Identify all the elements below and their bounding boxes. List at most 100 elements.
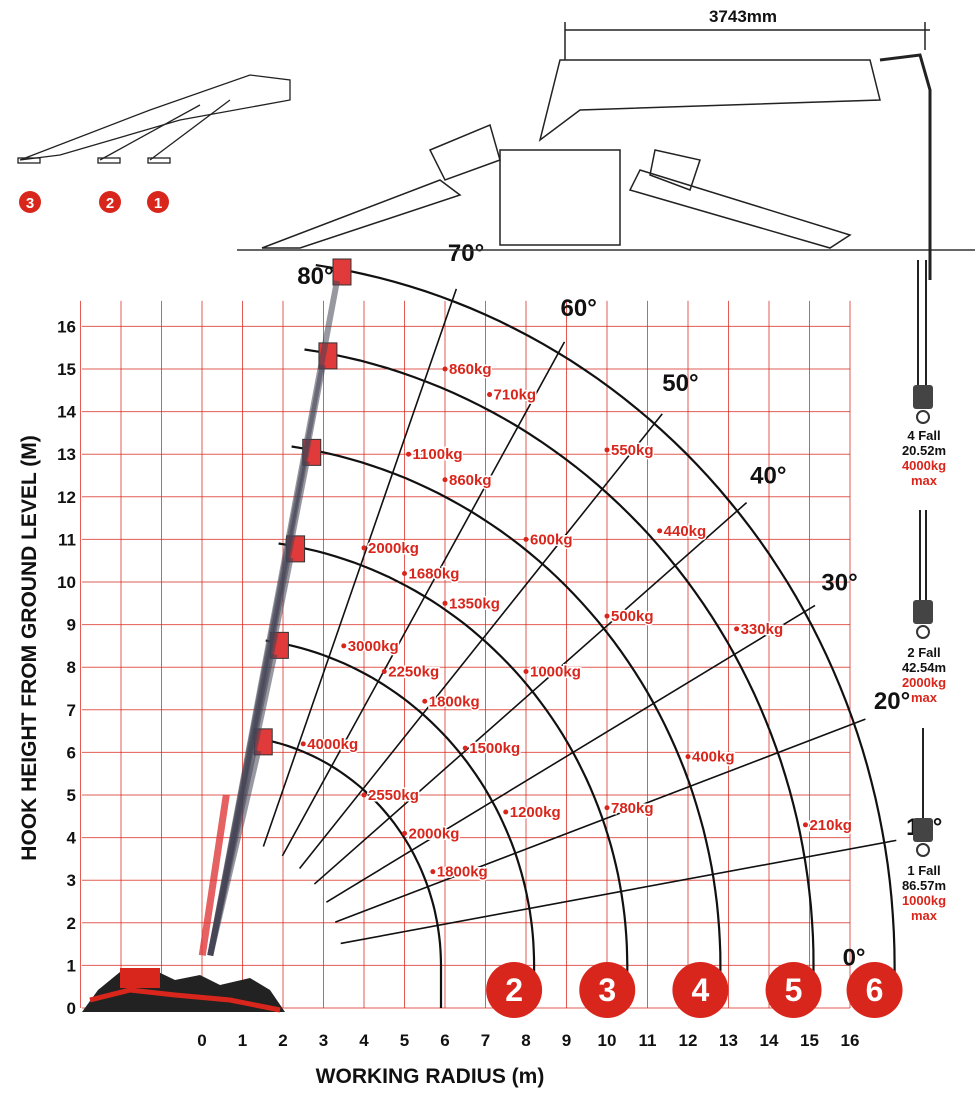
capacity-point <box>462 745 468 751</box>
angle-labels: 0°10°20°30°40°50°60°70°80° <box>297 240 942 972</box>
capacity-label: 780kg <box>611 800 654 817</box>
boom-angle-ray <box>326 604 816 903</box>
x-tick-label: 0 <box>197 1031 206 1050</box>
x-tick-label: 14 <box>760 1031 779 1050</box>
boom-length-arc <box>265 639 536 1008</box>
capacity-label: 3000kg <box>348 638 399 655</box>
capacity-point <box>361 792 367 798</box>
hook-block <box>913 818 933 842</box>
hook-block-text: 42.54m <box>902 660 946 675</box>
capacity-label: 1200kg <box>510 804 561 821</box>
boom-length-arcs <box>252 264 896 1008</box>
hook-block-text: 86.57m <box>902 878 946 893</box>
hook-block-text: 1 Fall <box>907 863 940 878</box>
capacity-label: 860kg <box>449 361 492 378</box>
capacity-point <box>406 451 412 457</box>
x-axis-title: WORKING RADIUS (m) <box>316 1065 545 1088</box>
section-badge-label: 5 <box>785 972 803 1008</box>
hook-block-text: 2000kg <box>902 675 946 690</box>
capacity-point <box>604 613 610 619</box>
capacity-point <box>442 600 448 606</box>
hook-block-text: 4 Fall <box>907 428 940 443</box>
boom-angle-rays <box>262 288 897 945</box>
y-tick-label: 16 <box>57 317 76 336</box>
hook-icon <box>916 410 930 424</box>
capacity-label: 2550kg <box>368 787 419 804</box>
x-tick-label: 4 <box>359 1031 369 1050</box>
hook-block <box>913 600 933 624</box>
outrigger-badge <box>19 191 41 213</box>
capacity-point <box>802 822 808 828</box>
capacity-label: 4000kg <box>307 736 358 753</box>
capacity-point <box>402 570 407 576</box>
section-badge-label: 6 <box>866 972 884 1008</box>
capacity-point <box>381 668 387 674</box>
capacity-label: 860kg <box>449 472 492 489</box>
capacity-label: 210kg <box>809 817 852 834</box>
capacity-point <box>422 698 428 704</box>
capacity-point <box>657 528 663 534</box>
outrigger-sketch <box>17 74 291 164</box>
capacity-label: 500kg <box>611 608 654 625</box>
outrigger-badge-label: 1 <box>154 195 162 212</box>
y-tick-label: 14 <box>57 403 76 422</box>
capacity-labels: 860kg710kg550kg1100kg860kg440kg600kg2000… <box>300 360 853 882</box>
capacity-label: 440kg <box>664 523 707 540</box>
capacity-label: 1800kg <box>429 693 480 710</box>
hook-icon <box>916 843 930 857</box>
capacity-label: 1800kg <box>437 864 488 881</box>
y-tick-label: 13 <box>57 445 76 464</box>
y-tick-label: 10 <box>57 573 76 592</box>
section-badge <box>579 962 636 1018</box>
capacity-label: 1000kg <box>530 663 581 680</box>
capacity-label: 710kg <box>494 387 537 404</box>
x-tick-label: 15 <box>800 1031 819 1050</box>
outrigger-badge <box>99 191 121 213</box>
capacity-label: 330kg <box>741 621 784 638</box>
boom-silhouette <box>198 258 352 957</box>
section-badge <box>765 962 822 1018</box>
capacity-point <box>402 830 407 836</box>
x-tick-label: 1 <box>238 1031 247 1050</box>
hook-block-text: max <box>911 908 938 923</box>
crane-side-view <box>237 22 975 280</box>
y-tick-label: 1 <box>67 956 76 975</box>
y-tick-label: 8 <box>67 658 76 677</box>
capacity-point <box>487 392 493 398</box>
capacity-point <box>685 754 691 760</box>
capacity-label: 2250kg <box>388 663 439 680</box>
x-tick-label: 5 <box>400 1031 409 1050</box>
x-tick-label: 7 <box>481 1031 490 1050</box>
section-badge-label: 4 <box>692 972 710 1008</box>
hook-block-text: max <box>911 473 938 488</box>
hook-block <box>913 385 933 409</box>
outrigger-position-badges: 3 2 1 <box>19 191 169 213</box>
boom-length-arc <box>252 736 443 1008</box>
x-tick-label: 11 <box>639 1031 657 1050</box>
crane-base-illustration <box>82 968 285 1013</box>
outrigger-badge-label: 3 <box>26 195 34 212</box>
boom-angle-ray <box>262 288 458 847</box>
y-tick-label: 7 <box>67 701 76 720</box>
y-axis-title: HOOK HEIGHT FROM GROUND LEVEL (M) <box>18 435 41 860</box>
y-tick-label: 9 <box>67 616 76 635</box>
angle-label: 60° <box>561 295 597 322</box>
angle-label: 20° <box>874 688 910 715</box>
x-tick-label: 9 <box>562 1031 571 1050</box>
capacity-label: 2000kg <box>368 540 419 557</box>
angle-label: 0° <box>843 944 866 971</box>
y-tick-label: 12 <box>57 488 76 507</box>
capacity-label: 1680kg <box>409 565 460 582</box>
section-badge <box>846 962 903 1018</box>
capacity-label: 1500kg <box>469 740 520 757</box>
y-tick-label: 0 <box>67 999 76 1018</box>
section-badge-label: 2 <box>505 972 523 1008</box>
capacity-point <box>604 805 610 811</box>
outrigger-badge-label: 2 <box>106 195 114 212</box>
boom-angle-ray <box>340 839 897 945</box>
capacity-label: 600kg <box>530 531 573 548</box>
x-tick-label: 2 <box>278 1031 287 1050</box>
